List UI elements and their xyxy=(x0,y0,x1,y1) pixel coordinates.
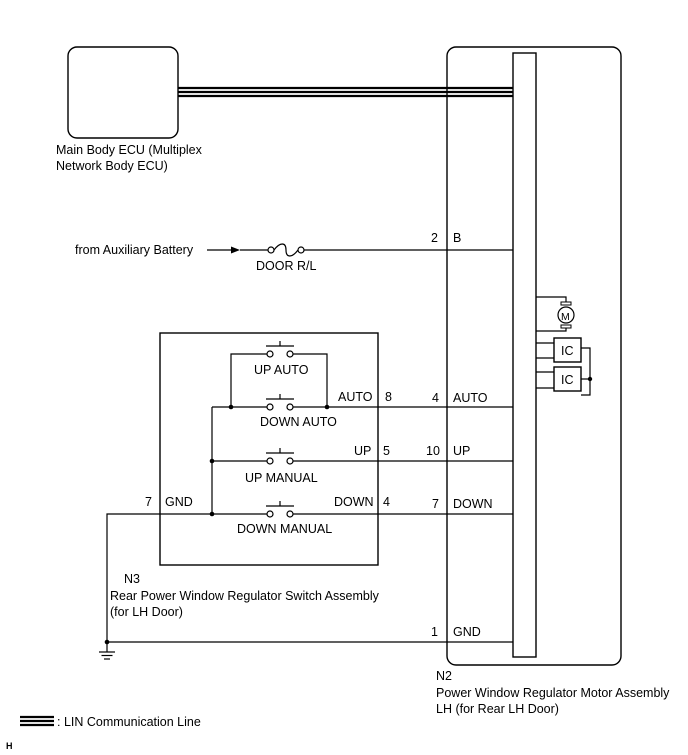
ic-label-1: IC xyxy=(561,344,574,358)
switch-label-up-manual: UP MANUAL xyxy=(245,471,318,485)
fuse-label: DOOR R/L xyxy=(256,259,316,273)
motor-pin-gnd-name: GND xyxy=(453,625,481,639)
switch-assembly-box xyxy=(159,332,379,566)
ecu-name-line2: Network Body ECU) xyxy=(56,159,168,173)
switch-assembly-name-line2: (for LH Door) xyxy=(110,605,183,619)
switch-label-up-auto: UP AUTO xyxy=(254,363,309,377)
legend-lin-label: : LIN Communication Line xyxy=(57,715,201,729)
lin-communication-line xyxy=(178,86,513,98)
motor-pin-b-name: B xyxy=(453,231,461,245)
switch-pin-gnd-num: 7 xyxy=(145,495,152,509)
lin-legend-icon xyxy=(20,715,54,727)
switch-assembly-code: N3 xyxy=(124,572,140,586)
switch-pin-up-num: 5 xyxy=(383,444,390,458)
motor-assembly-code: N2 xyxy=(436,669,452,683)
ic-label-2: IC xyxy=(561,373,574,387)
motor-pin-up-num: 10 xyxy=(426,444,440,458)
motor-pin-auto-name: AUTO xyxy=(453,391,488,405)
switch-pin-up-name: UP xyxy=(354,444,371,458)
switch-label-down-manual: DOWN MANUAL xyxy=(237,522,332,536)
motor-pin-down-num: 7 xyxy=(432,497,439,511)
wire-switch-gnd xyxy=(106,513,212,652)
motor-pin-down-name: DOWN xyxy=(453,497,493,511)
ic-block: IC IC xyxy=(536,337,593,396)
switch-pin-auto-num: 8 xyxy=(385,390,392,404)
up-manual-switch-icon xyxy=(212,448,378,465)
motor-assembly-name-line1: Power Window Regulator Motor Assembly xyxy=(436,686,670,700)
ecu-name-line1: Main Body ECU (Multiplex xyxy=(56,143,203,157)
motor-pin-auto-num: 4 xyxy=(432,391,439,405)
corner-mark: H xyxy=(6,741,13,751)
switch-pin-gnd-name: GND xyxy=(165,495,193,509)
down-auto-switch-icon xyxy=(212,394,378,411)
main-body-ecu-box xyxy=(67,46,179,139)
up-auto-switch-icon xyxy=(230,341,328,407)
motor-connector-strip xyxy=(512,52,537,658)
switch-label-down-auto: DOWN AUTO xyxy=(260,415,337,429)
motor-pin-b-num: 2 xyxy=(431,231,438,245)
motor-pin-up-name: UP xyxy=(453,444,470,458)
motor-symbol: M xyxy=(561,311,570,323)
switch-pin-auto-name: AUTO xyxy=(338,390,373,404)
down-manual-switch-icon xyxy=(212,501,378,518)
motor-icon: M xyxy=(536,296,575,332)
ic-chip-1 xyxy=(553,337,582,363)
battery-arrow-icon xyxy=(207,246,240,254)
ground-icon xyxy=(99,651,115,660)
motor-assembly-name-line2: LH (for Rear LH Door) xyxy=(436,702,559,716)
switch-pin-down-name: DOWN xyxy=(334,495,374,509)
switch-pin-down-num: 4 xyxy=(383,495,390,509)
fuse-icon xyxy=(267,243,305,257)
battery-source-label: from Auxiliary Battery xyxy=(75,243,194,257)
motor-pin-gnd-num: 1 xyxy=(431,625,438,639)
switch-assembly-name-line1: Rear Power Window Regulator Switch Assem… xyxy=(110,589,380,603)
ic-chip-2 xyxy=(553,366,582,392)
